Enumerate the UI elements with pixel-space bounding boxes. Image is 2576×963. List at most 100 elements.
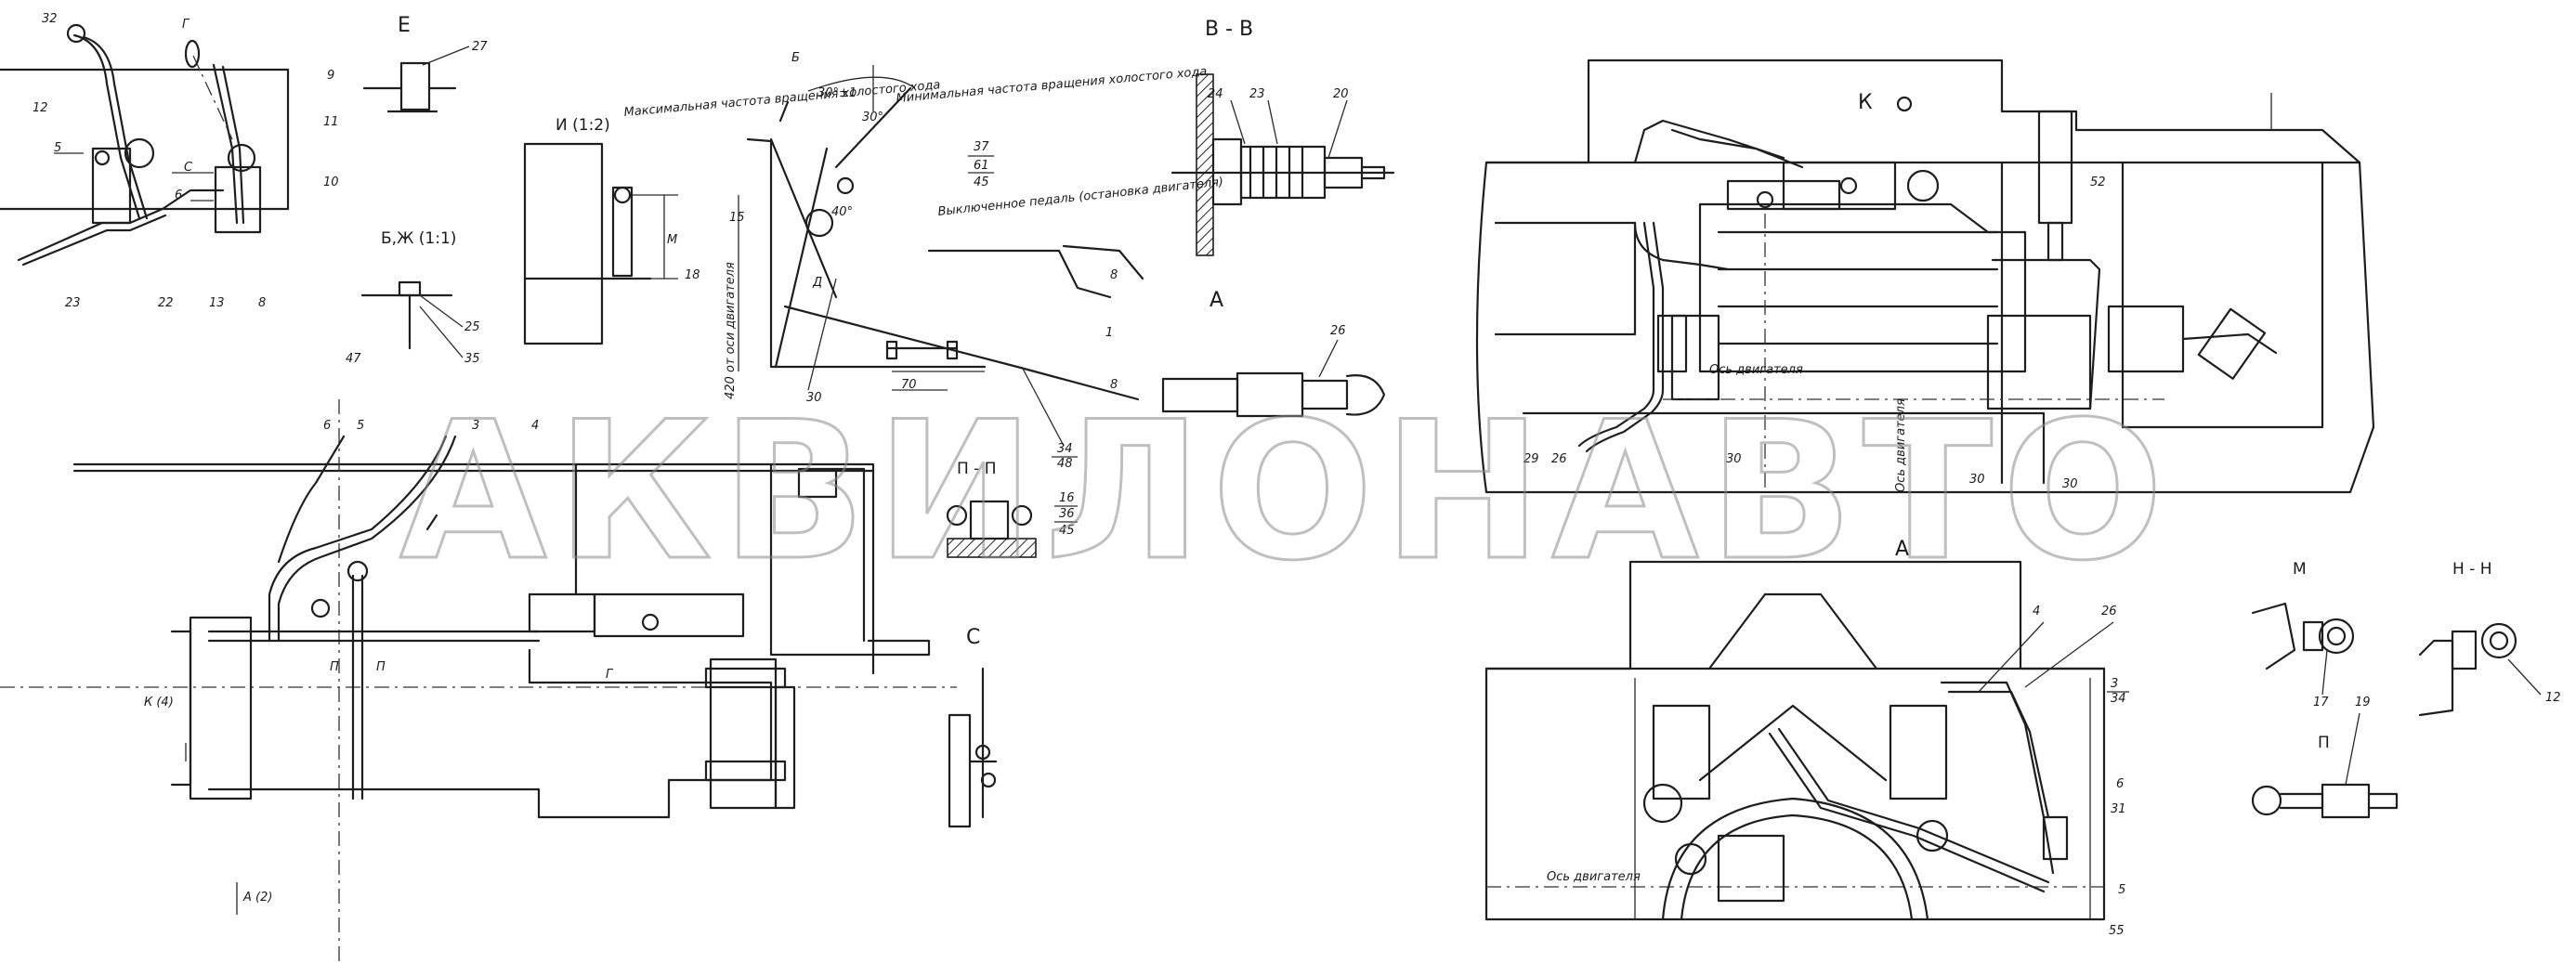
dim-M: М: [667, 233, 677, 247]
engine-view-K: К 29 26 30 30 30 Ось двигателя Ось двига…: [1475, 59, 2375, 494]
section-PP-title: П - П: [957, 460, 997, 478]
section-I: И (1:2) М 18: [523, 116, 700, 345]
label-P: П: [330, 660, 339, 674]
detail-M: М 17: [2251, 560, 2355, 709]
callout-55: 55: [2109, 924, 2125, 938]
label-P2: П: [376, 660, 386, 674]
callout-48: 48: [1057, 457, 1073, 471]
label-D: Д: [812, 276, 822, 290]
section-P-P: П - П 34 48 16 36 45: [946, 442, 1078, 558]
label-C: С: [184, 161, 193, 175]
annotation-min-idle: Минимальная частота вращения холостого х…: [896, 65, 1208, 106]
callout-11: 11: [323, 115, 339, 129]
detail-M-title: М: [2293, 560, 2307, 579]
callout-4b: 4: [2033, 605, 2040, 618]
angle-40: 40°: [831, 205, 853, 219]
callout-6b: 6: [323, 419, 331, 433]
ruler-label: 420 от оси двигателя: [724, 262, 738, 399]
callout-29: 29: [1523, 452, 1539, 466]
callout-8: 8: [258, 296, 266, 310]
callout-8d: 8: [1110, 378, 1118, 392]
callout-12b: 12: [2545, 691, 2561, 705]
callout-12: 12: [33, 101, 48, 115]
section-E: Е 27: [362, 14, 488, 113]
callout-3b: 3: [2111, 677, 2118, 691]
view-A-title: А: [1895, 538, 1909, 561]
label-K-arrow: К (4): [144, 696, 174, 709]
callout-4a: 4: [531, 419, 539, 433]
callout-45b: 45: [1059, 524, 1075, 538]
callout-35: 35: [464, 352, 480, 366]
angle-30: 30°: [862, 111, 883, 124]
pedal-callouts: 32 12 5 Г 9 11 С 10 6 23 22 13 8: [33, 12, 339, 310]
callout-6: 6: [175, 189, 182, 202]
callout-5b: 5: [357, 419, 364, 433]
view-K-label: К: [1858, 91, 1873, 114]
detail-NN-title: Н - Н: [2452, 560, 2492, 579]
callout-31: 31: [2111, 802, 2126, 816]
detail-N-N: Н - Н 12: [2418, 560, 2561, 717]
angle-30-1: 30°±1: [817, 86, 856, 100]
callout-9: 9: [327, 69, 334, 83]
callout-47: 47: [346, 352, 361, 366]
callout-5c: 5: [2118, 883, 2125, 897]
callout-27: 27: [472, 40, 488, 54]
callout-3a: 3: [472, 419, 479, 433]
callout-20: 20: [1333, 87, 1349, 101]
callout-26b: 26: [1551, 452, 1567, 466]
callout-26a: 26: [1330, 324, 1346, 338]
watermark: АКВИЛОНАВТО: [399, 382, 2173, 603]
section-BZh: Б,Ж (1:1) 25 47 35: [346, 229, 480, 366]
callout-52: 52: [2090, 176, 2106, 189]
callout-30c: 30: [1969, 473, 1985, 487]
callout-15: 15: [729, 211, 745, 225]
callout-25: 25: [464, 320, 480, 334]
callout-30: 30: [806, 391, 822, 405]
callout-32: 32: [42, 12, 58, 26]
engine-axis-label-2: Ось двигателя: [1547, 870, 1641, 884]
section-E-title: Е: [398, 14, 411, 37]
callout-34: 34: [1057, 442, 1073, 456]
callout-10: 10: [323, 176, 339, 189]
engine-axis-label-1: Ось двигателя: [1709, 363, 1803, 377]
callout-5: 5: [54, 141, 61, 155]
section-A-small-title: А: [1210, 289, 1223, 312]
cab-side-view: 6 5 3 4 П П Г К (4) А (2): [0, 399, 957, 963]
label-B-arrow: Б: [791, 51, 800, 65]
detail-P: П 19: [2251, 696, 2399, 819]
callout-18: 18: [685, 268, 700, 282]
section-A-small: А 26: [1161, 289, 1386, 418]
callout-16: 16: [1059, 491, 1075, 505]
callout-1: 1: [1105, 326, 1113, 340]
callout-61: 61: [974, 159, 989, 173]
callout-6c: 6: [2116, 777, 2124, 791]
section-B-B: В - В 24 23 20: [1170, 18, 1395, 256]
callout-13: 13: [209, 296, 225, 310]
section-I-title: И (1:2): [556, 116, 610, 135]
callout-17: 17: [2313, 696, 2329, 709]
label-G-top: Г: [182, 18, 190, 32]
section-BB-title: В - В: [1205, 18, 1253, 41]
dim-70: 70: [901, 378, 917, 392]
engine-view-A: А 4 26 3 34 6 31 5 55 Ось двигателя: [1484, 538, 2129, 938]
callout-26c: 26: [2101, 605, 2117, 618]
callout-22: 22: [158, 296, 174, 310]
callout-30d: 30: [2062, 477, 2078, 491]
callout-37: 37: [974, 140, 989, 154]
callout-8c: 8: [1110, 268, 1118, 282]
engine-axis-vertical: Ось двигателя: [1894, 398, 1908, 492]
label-G-bottom: Г: [606, 668, 614, 682]
callout-30b: 30: [1726, 452, 1742, 466]
callout-19: 19: [2355, 696, 2371, 709]
section-BZh-title: Б,Ж (1:1): [381, 229, 456, 248]
callout-34b: 34: [2111, 692, 2126, 706]
pedal-linkage-view: [0, 23, 290, 267]
section-C: С: [948, 626, 998, 828]
callout-36: 36: [1059, 507, 1075, 521]
label-A-arrow: А (2): [242, 891, 272, 904]
callout-23: 23: [65, 296, 81, 310]
callout-24: 24: [1208, 87, 1223, 101]
section-C-title: С: [966, 626, 980, 649]
detail-P-title: П: [2318, 734, 2330, 752]
